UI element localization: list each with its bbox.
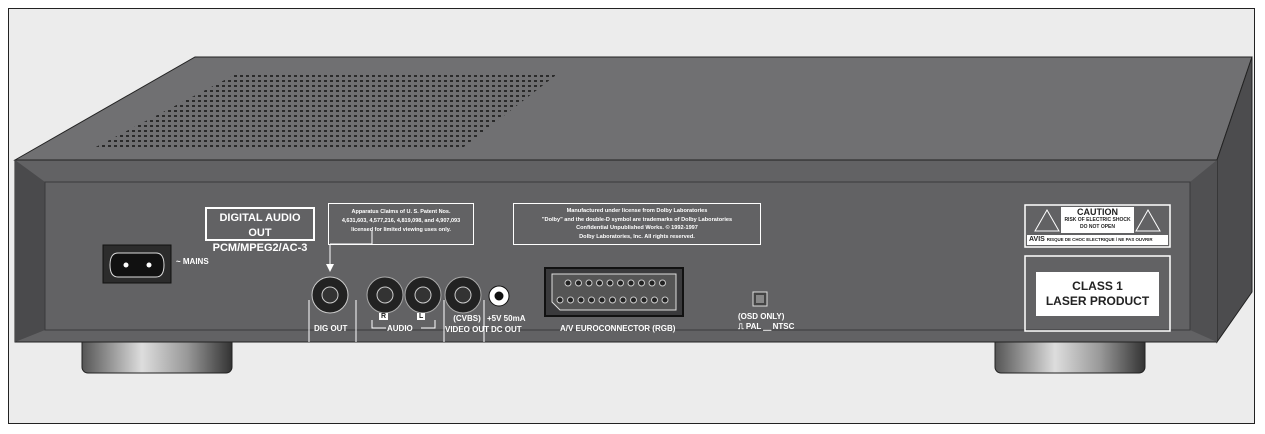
scart-pin [567,296,574,304]
osd-label: (OSD ONLY) ⎍ PAL ⎽ NTSC [738,312,795,331]
mains-label: ~ MAINS [176,257,209,266]
dc-out-label: +5V 50mA DC OUT [487,314,526,334]
scart-pin [661,296,669,304]
scart-pin [638,279,645,287]
scart-pin [556,296,564,304]
dig-out-label: DIG OUT [314,324,348,333]
caution-title: CAUTION [1077,207,1118,217]
caution-label [1024,204,1171,332]
audio-label: AUDIO [387,324,413,333]
scart-pin [606,279,614,287]
laser-product-label: CLASS 1 LASER PRODUCT [1045,279,1150,308]
caution-line1: RISK OF ELECTRIC SHOCK [1064,217,1131,223]
scart-pin [640,296,648,304]
patent-notice: Apparatus Claims of U. S. Patent Nos. 4,… [328,203,474,245]
scart-pin [648,279,656,287]
feet [81,334,1146,374]
scart-pin [575,279,582,287]
scart-pin [609,296,616,304]
caution-line2: DO NOT OPEN [1079,224,1115,230]
audio-r-badge: R [379,313,389,320]
rca-jacks [311,276,510,314]
scart-pin [585,279,593,287]
vent-grille [90,72,560,150]
video-out-label: (CVBS) VIDEO OUT [445,314,490,334]
digital-audio-out-label: DIGITAL AUDIO OUT PCM/MPEG2/AC-3 [205,207,315,254]
pal-ntsc-switch [752,291,768,307]
scart-connector [544,267,684,317]
scart-pin [627,279,635,287]
scart-pin [596,279,603,287]
dolby-notice: Manufactured under license from Dolby La… [513,203,761,245]
audio-l-badge: L [417,313,426,320]
scart-pin [659,279,666,287]
scart-pin [619,296,627,304]
scart-pin [588,296,595,304]
euroconnector-label: A/V EUROCONNECTOR (RGB) [560,324,676,333]
scart-pin [564,279,572,287]
scart-pin [651,296,658,304]
scart-pin [577,296,585,304]
scart-pin [617,279,624,287]
mains-socket [102,244,172,284]
scart-pin [630,296,637,304]
avis-label: AVIS RISQUE DE CHOC ELECTRIQUE / NE PAS … [1029,236,1153,243]
scart-pin [598,296,606,304]
